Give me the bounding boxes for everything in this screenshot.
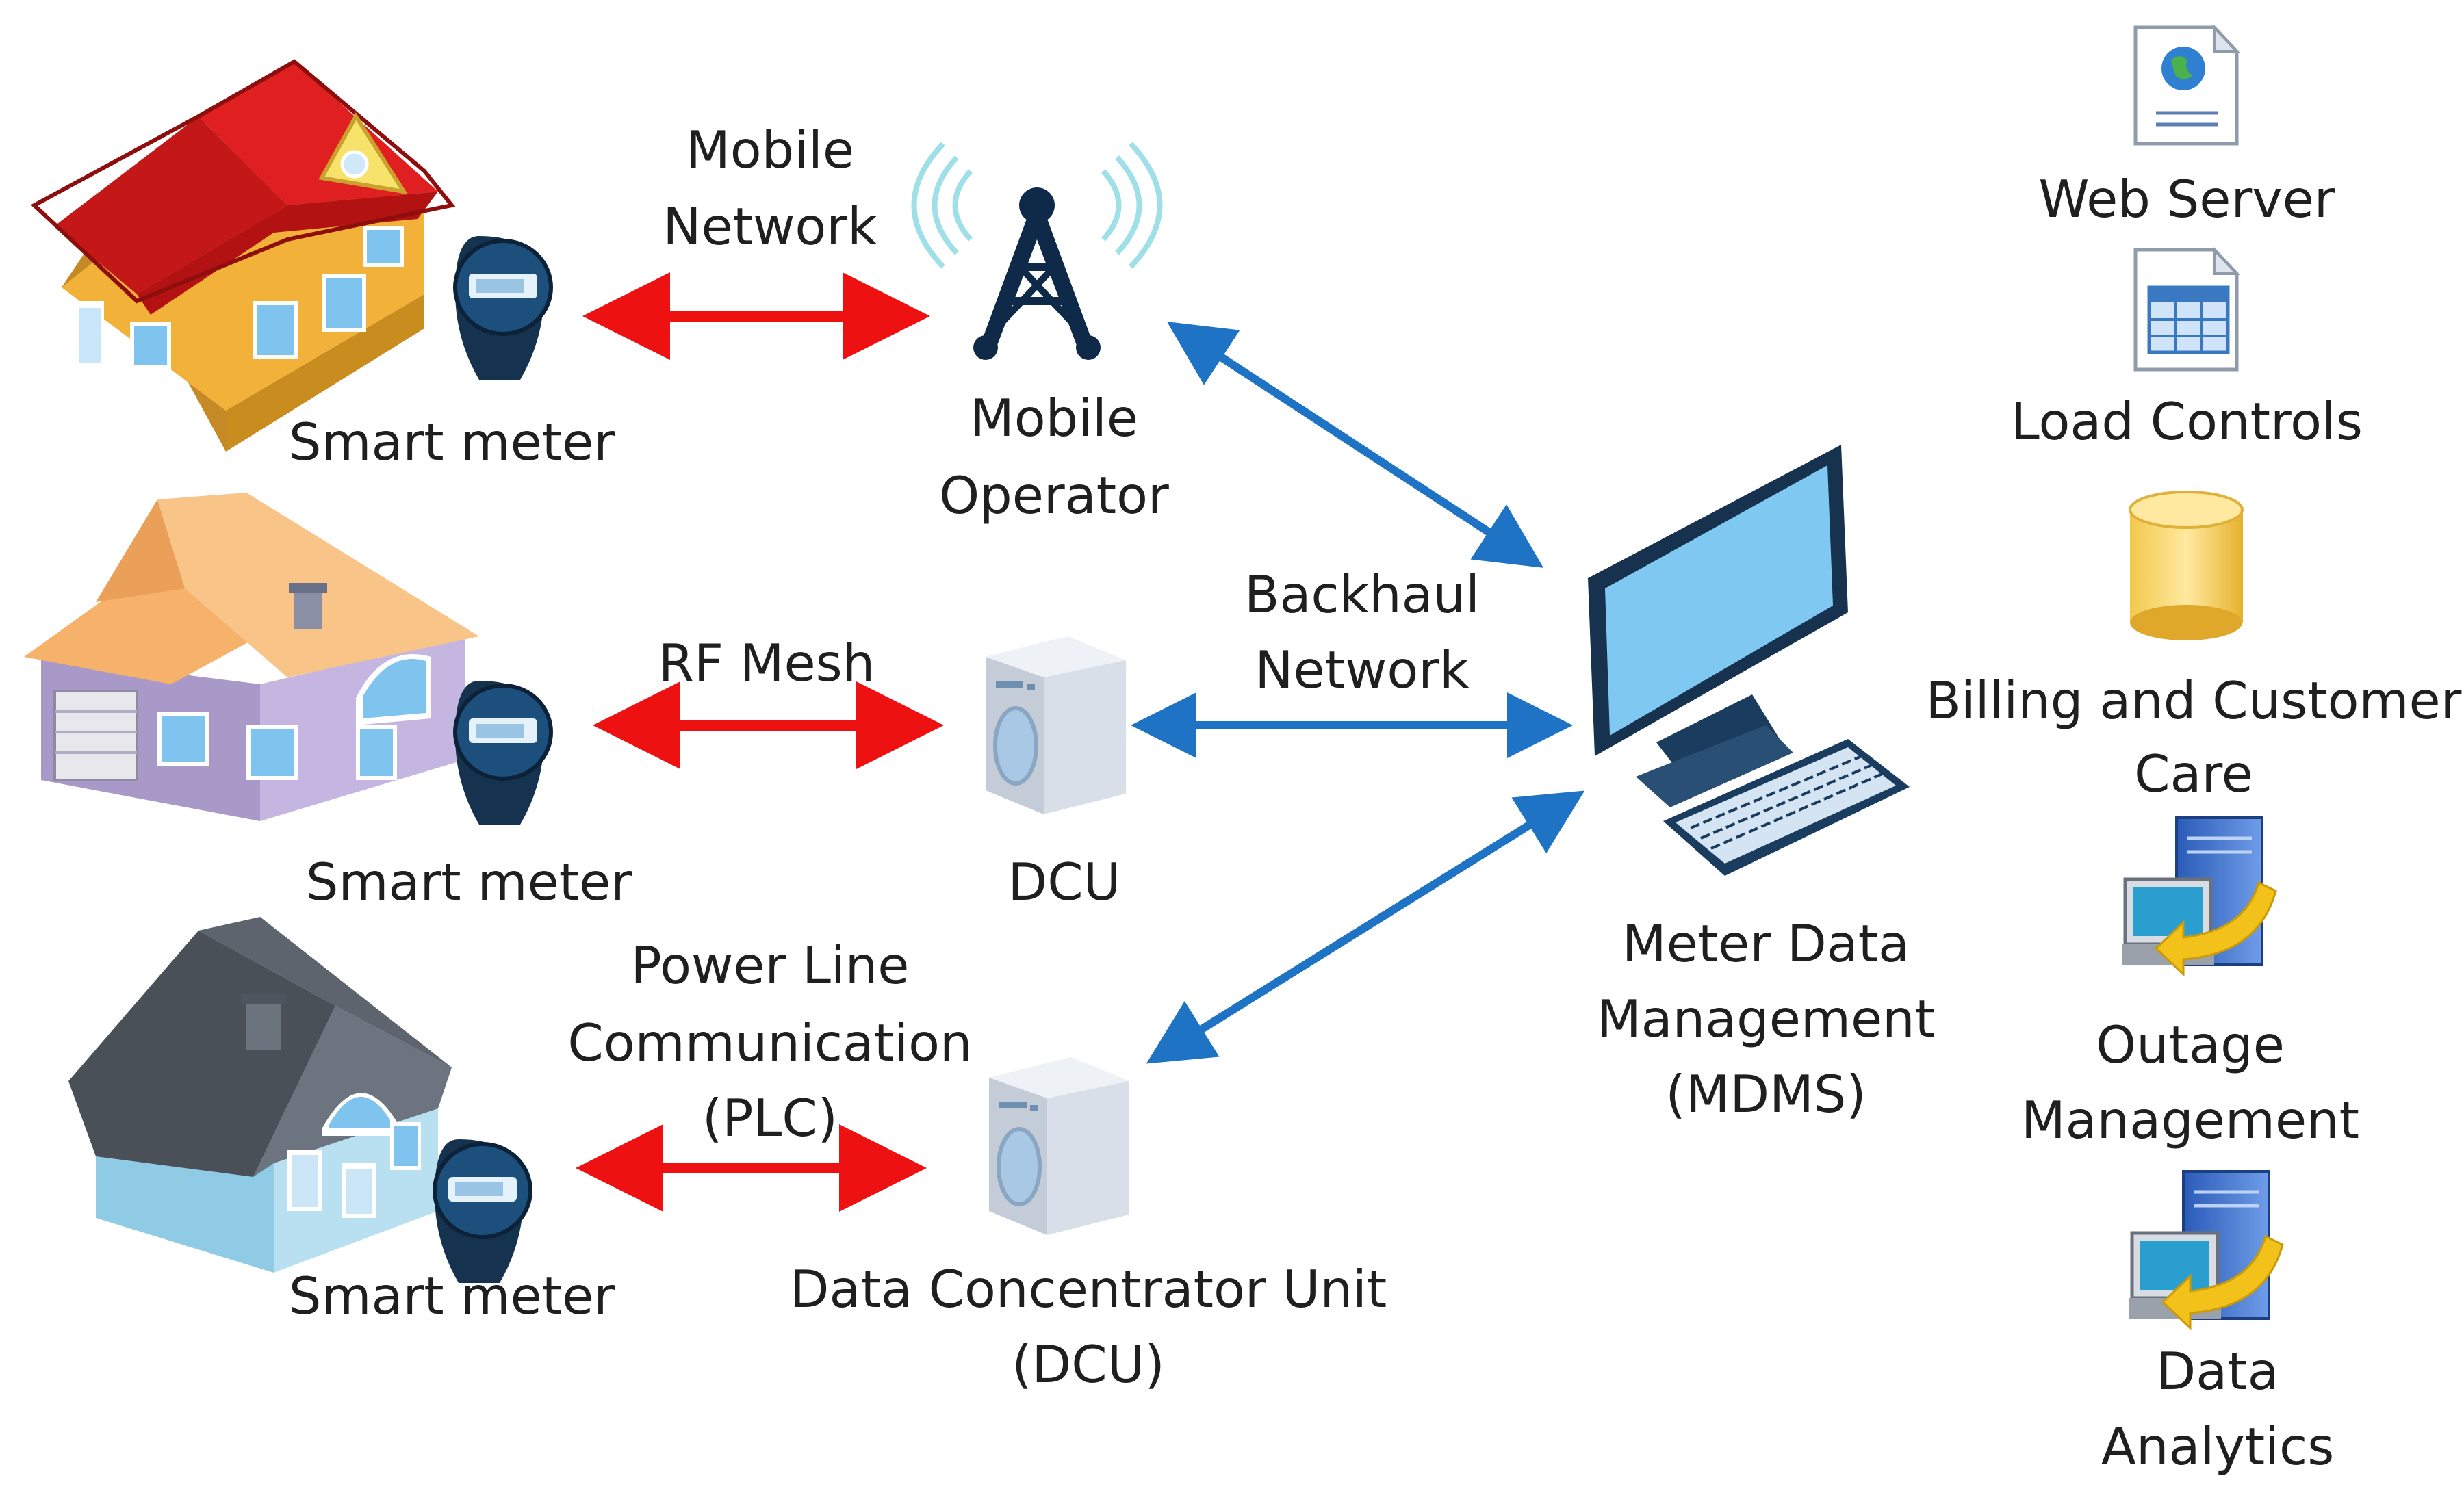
house-2-icon bbox=[24, 493, 479, 821]
house-3-icon bbox=[68, 917, 452, 1273]
web-document-icon bbox=[2133, 23, 2240, 146]
outage-label-line1: Outage bbox=[2096, 1015, 2285, 1075]
smart-meter-1-icon bbox=[453, 236, 553, 380]
smart-meter-2-label: Smart meter bbox=[306, 852, 632, 912]
mdms-label-line2: Management bbox=[1597, 989, 1935, 1049]
dcu-full-label-line1: Data Concentrator Unit bbox=[790, 1259, 1387, 1319]
smart-meter-2-icon bbox=[453, 681, 553, 825]
analytics-label-line2: Analytics bbox=[2101, 1416, 2335, 1477]
mdms-label-line1: Meter Data bbox=[1622, 913, 1910, 974]
analytics-server-icon bbox=[2129, 1170, 2284, 1331]
plc-label-line3: (PLC) bbox=[702, 1088, 838, 1148]
plc-label-line1: Power Line bbox=[631, 935, 910, 996]
outage-label-line2: Management bbox=[2021, 1090, 2359, 1150]
house-1-icon bbox=[30, 59, 456, 452]
cell-tower-icon bbox=[911, 142, 1163, 360]
database-cylinder-icon bbox=[2129, 491, 2244, 640]
dcu-2-icon bbox=[989, 1057, 1129, 1235]
backhaul-label-line1: Backhaul bbox=[1244, 564, 1480, 625]
dcu-1-icon bbox=[986, 636, 1126, 814]
web-server-label: Web Server bbox=[2038, 169, 2335, 229]
smart-meter-1-label: Smart meter bbox=[289, 412, 615, 472]
mobile-network-label-line1: Mobile bbox=[686, 120, 854, 180]
mdms-label-line3: (MDMS) bbox=[1665, 1064, 1866, 1124]
desktop-computer-icon bbox=[1588, 445, 1910, 876]
billing-label-line2: Care bbox=[2134, 744, 2253, 804]
backhaul-link-plc-dcu bbox=[1146, 790, 1585, 1064]
outage-server-icon bbox=[2122, 816, 2277, 977]
dcu-label: DCU bbox=[1008, 852, 1120, 912]
dcu-full-label-line2: (DCU) bbox=[1012, 1334, 1165, 1394]
mobile-network-label-line2: Network bbox=[663, 196, 877, 257]
table-document-icon bbox=[2133, 246, 2240, 372]
smart-meter-3-label: Smart meter bbox=[289, 1266, 615, 1326]
load-controls-label: Load Controls bbox=[2011, 391, 2363, 452]
billing-label-line1: Billing and Customer bbox=[1925, 671, 2461, 731]
plc-label-line2: Communication bbox=[567, 1013, 972, 1073]
backhaul-label-line2: Network bbox=[1255, 640, 1470, 700]
rf-mesh-label: RF Mesh bbox=[658, 633, 875, 693]
backhaul-link-mobile-operator bbox=[1166, 322, 1544, 568]
mobile-operator-label-line2: Operator bbox=[939, 465, 1169, 525]
mobile-operator-label-line1: Mobile bbox=[970, 388, 1138, 448]
analytics-label-line1: Data bbox=[2156, 1341, 2279, 1401]
smart-meter-3-icon bbox=[433, 1139, 532, 1283]
